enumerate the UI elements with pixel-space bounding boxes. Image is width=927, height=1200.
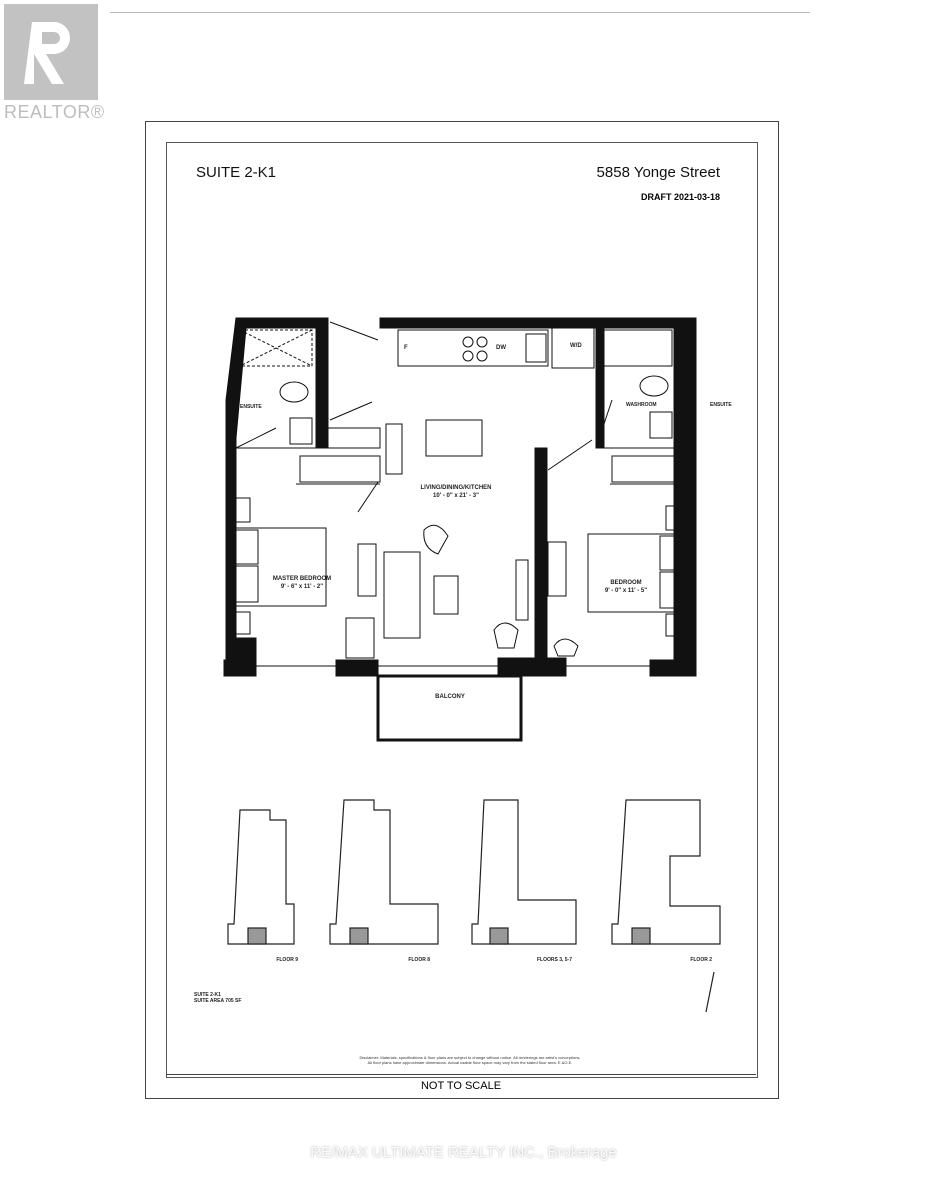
draft-date: DRAFT 2021-03-18 xyxy=(640,192,720,202)
bedroom-label: BEDROOM xyxy=(610,580,642,586)
footer-rule xyxy=(166,1074,756,1075)
north-arrow-icon xyxy=(705,971,715,1013)
brokerage-watermark: RE/MAX ULTIMATE REALTY INC., Brokerage xyxy=(310,1144,617,1161)
disclaimer-line-1: Disclaimer: Materials, specifications & … xyxy=(359,1055,581,1060)
fridge-label: F xyxy=(404,345,408,351)
floor-2-label: FLOOR 2 xyxy=(690,957,712,963)
suite-area: SUITE AREA 705 SF xyxy=(194,998,242,1004)
living-label: LIVING/DINING/KITCHEN xyxy=(420,485,492,491)
floor-9-label: FLOOR 9 xyxy=(276,957,298,963)
floor-8-label: FLOOR 8 xyxy=(408,957,430,963)
ensuite-left-label: ENSUITE xyxy=(240,404,262,410)
disclaimer: Disclaimer: Materials, specifications & … xyxy=(300,1055,640,1065)
key-plan-floor-9 xyxy=(227,809,295,945)
key-plan-floor-2 xyxy=(611,799,721,945)
top-rule xyxy=(110,12,810,13)
living-dimensions: 10' - 0" x 21' - 3" xyxy=(433,493,479,499)
bedroom-dimensions: 9' - 0" x 11' - 5" xyxy=(604,588,648,594)
key-plan-floors-3-5-7 xyxy=(471,799,577,945)
washer-dryer-label: W/D xyxy=(570,343,582,349)
disclaimer-line-2: All floor plans have approximate dimensi… xyxy=(367,1060,573,1065)
suite-info-name: SUITE 2-K1 xyxy=(194,992,221,998)
not-to-scale: NOT TO SCALE xyxy=(420,1080,502,1092)
floors-3-5-7-label: FLOORS 3, 5-7 xyxy=(536,957,572,963)
dishwasher-label: DW xyxy=(496,345,506,351)
balcony-label: BALCONY xyxy=(435,694,465,700)
ensuite-right-label: ENSUITE xyxy=(710,402,732,408)
master-bedroom-dimensions: 9' - 6" x 11' - 2" xyxy=(280,584,324,590)
floorplan-frame xyxy=(166,142,758,1078)
address: 5858 Yonge Street xyxy=(596,164,720,181)
key-plan-floor-8 xyxy=(329,799,439,945)
washroom-label: WASHROOM xyxy=(626,402,657,408)
realtor-logo-text: REALTOR® xyxy=(4,102,105,122)
suite-title: SUITE 2-K1 xyxy=(196,164,277,181)
master-bedroom-label: MASTER BEDROOM xyxy=(272,576,332,582)
realtor-logo: REALTOR® xyxy=(4,4,105,123)
realtor-r-icon xyxy=(4,4,98,100)
